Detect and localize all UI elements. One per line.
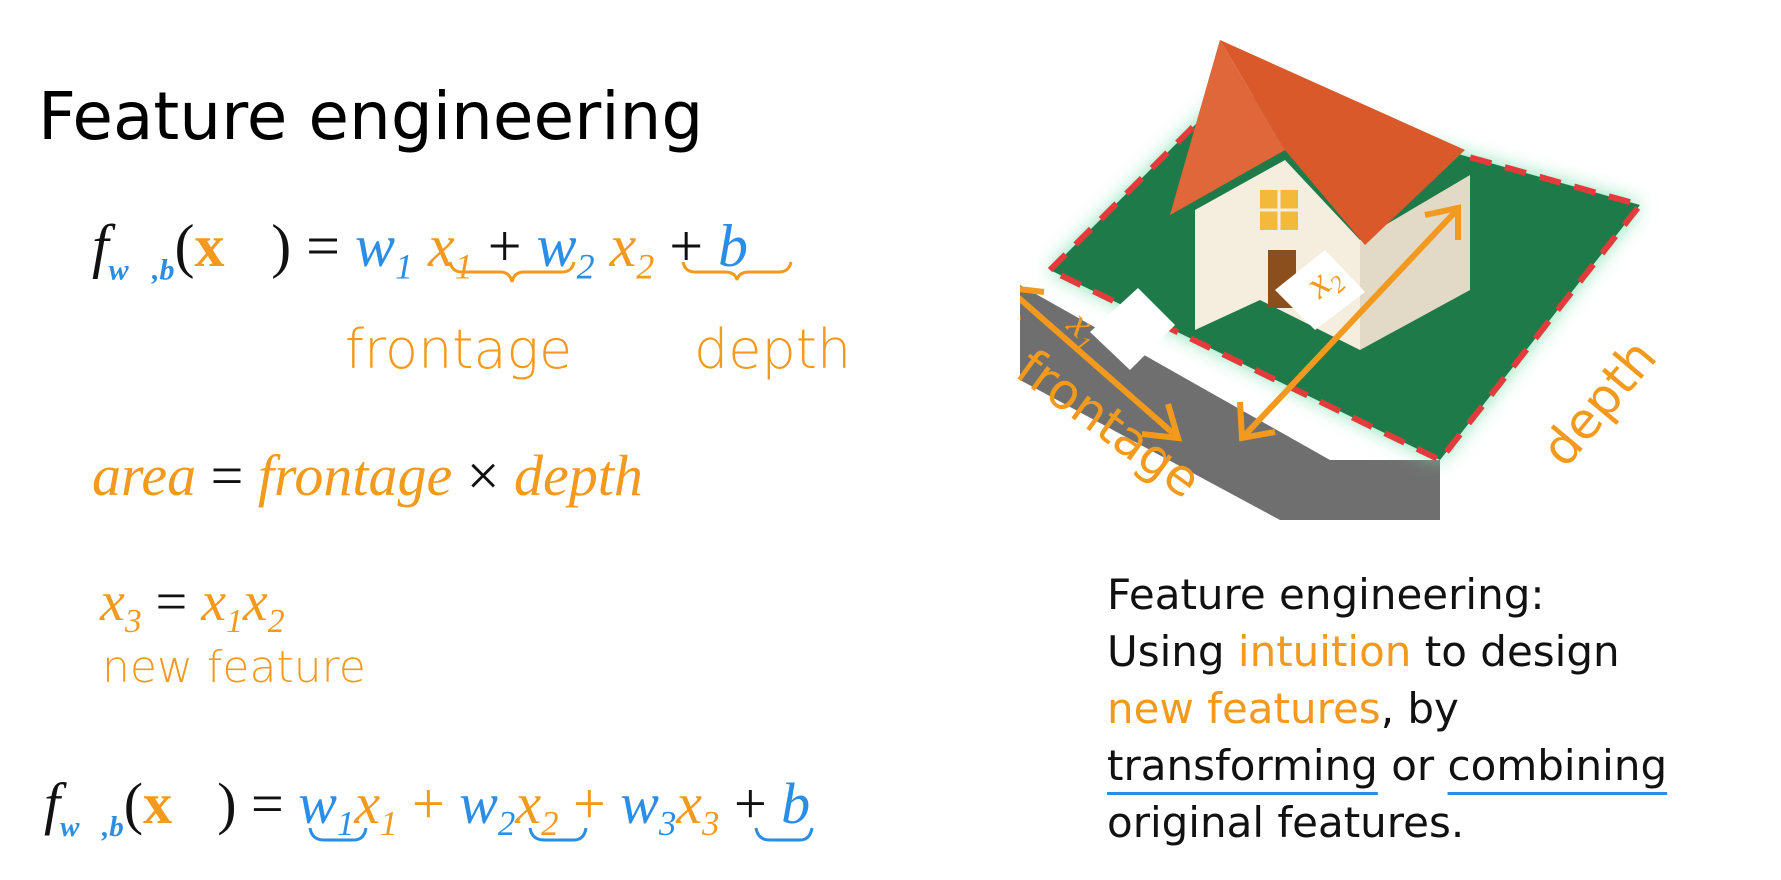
- label-new-feature: new feature: [102, 642, 366, 693]
- roof: [1220, 40, 1465, 245]
- x1-card: [1090, 288, 1175, 370]
- house-lot-illustration: [1020, 40, 1646, 520]
- w1-term: w1: [355, 213, 414, 287]
- model-equation-three-features: fw⃗,b(x⃗) = w1x1 + w2x2 + w3x3 + b: [44, 771, 811, 844]
- x2-card: [1275, 250, 1365, 330]
- definition-line-1: Feature engineering:: [1107, 570, 1545, 619]
- area-equation: area = frontage × depth: [92, 443, 643, 508]
- new-feature-equation: x3 = x1x2: [100, 571, 285, 640]
- house-side-wall: [1360, 175, 1470, 350]
- label-frontage: frontage: [345, 318, 573, 381]
- label-depth: depth: [694, 318, 852, 381]
- x-vector: x⃗: [194, 213, 272, 279]
- page-title: Feature engineering: [38, 78, 704, 155]
- definition-line-2: Using intuition to design: [1107, 627, 1620, 676]
- definition-line-4: transforming or combining: [1107, 741, 1668, 790]
- x1-term: x1: [428, 213, 473, 287]
- brace-x2: [681, 261, 793, 281]
- definition-box: Feature engineering: Using intuition to …: [1107, 566, 1767, 851]
- brace-w3: [754, 827, 814, 842]
- x2-term: x2: [609, 213, 655, 287]
- b-term: b: [718, 213, 749, 279]
- f-subscript: w⃗,b: [108, 253, 175, 287]
- definition-line-3: new features, by: [1107, 684, 1459, 733]
- brace-x1: [448, 261, 576, 283]
- brace-w2: [528, 827, 588, 842]
- brace-w1: [308, 827, 368, 842]
- road: [1020, 285, 1440, 520]
- definition-line-5: original features.: [1107, 798, 1465, 847]
- f-symbol: f: [92, 213, 109, 279]
